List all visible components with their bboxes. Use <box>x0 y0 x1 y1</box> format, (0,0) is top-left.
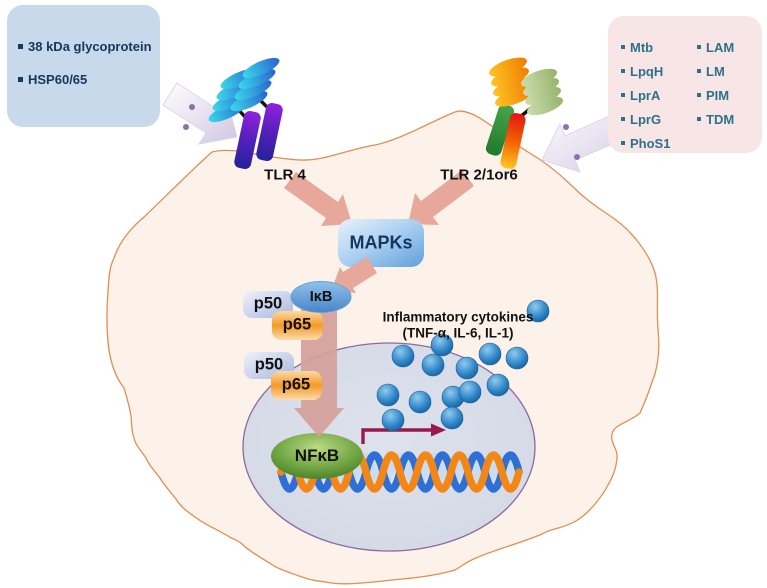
tlr4-tm-bar <box>234 110 261 170</box>
ligand-label: LpqH <box>630 64 664 79</box>
tlr4-receptor <box>208 57 283 170</box>
ligand-label: LAM <box>706 40 735 55</box>
tlr2-ectodomain-coil-palegreen <box>520 68 564 116</box>
ligand-label: Mtb <box>630 40 654 55</box>
ikb-ellipse <box>290 281 352 313</box>
cytokine-sphere <box>391 344 415 368</box>
cytokine-sphere <box>458 380 482 404</box>
cytokine-sphere <box>486 373 510 397</box>
p65-box <box>272 311 323 340</box>
bullet-square <box>621 69 625 73</box>
tlr4-to-mapks-arrow <box>284 172 352 226</box>
list-item: 38 kDa glycoprotein <box>18 39 156 55</box>
bullet-square <box>621 117 625 121</box>
ligand-label: HSP60/65 <box>28 72 88 87</box>
list-item: HSP60/65 <box>18 72 156 88</box>
bullet-square <box>18 77 23 82</box>
cytokine-sphere <box>430 333 454 357</box>
bullet-square <box>621 141 625 145</box>
tlr4-ligands-box: 38 kDa glycoprotein HSP60/65 <box>7 5 160 127</box>
tlr2-receptor <box>485 57 564 169</box>
ligand-label: LprA <box>630 88 661 103</box>
ligand-label: LprG <box>630 112 662 127</box>
bullet-square <box>697 117 701 121</box>
tlr2-arrow-dot <box>563 124 569 130</box>
cytokine-sphere <box>376 383 400 407</box>
ligand-label: LM <box>706 64 725 79</box>
cytokine-sphere <box>408 390 432 414</box>
ligand-label: PIM <box>706 88 730 103</box>
transcription-arrowhead <box>431 423 446 437</box>
bullet-square <box>621 93 625 97</box>
list-item: LpqH <box>621 64 670 79</box>
p65-box <box>271 371 322 400</box>
cytokine-sphere <box>478 342 502 366</box>
tlr2-to-mapks-arrow <box>408 170 474 225</box>
tlr2-arrow-dot <box>574 154 580 160</box>
mapks-box <box>338 219 424 267</box>
nfkb-ikb-complex-cytoplasm <box>243 281 352 340</box>
tlr2-tm-bar-red <box>500 113 526 169</box>
ligand-label: TDM <box>706 112 735 127</box>
cytokine-sphere <box>421 353 445 377</box>
cytokine-sphere <box>381 408 405 432</box>
tlr4-ectodomain-coil <box>208 57 280 123</box>
tlr2-ligands-box: Mtb LpqH LprA LprG PhoS1 LAM LM PIM TDM <box>608 16 762 153</box>
tlr4-arrow-dot <box>189 104 195 110</box>
transcription-arrow <box>361 428 431 444</box>
list-item: Mtb <box>621 40 670 55</box>
cytokine-spheres <box>376 299 550 432</box>
bullet-square <box>697 69 701 73</box>
ligand-label: PhoS1 <box>630 136 671 151</box>
list-item: LprG <box>621 112 670 127</box>
list-item: PIM <box>697 88 734 103</box>
bullet-square <box>697 45 701 49</box>
nfkb-ellipse <box>271 433 363 479</box>
list-item: TDM <box>697 112 734 127</box>
list-item: LprA <box>621 88 670 103</box>
bullet-square <box>697 93 701 97</box>
cytokine-sphere <box>505 346 529 370</box>
cytokine-sphere <box>440 406 464 430</box>
tlr4-tm-bar <box>256 102 283 162</box>
ligand-column-1: Mtb LpqH LprA LprG PhoS1 <box>621 40 670 151</box>
list-item: LM <box>697 64 734 79</box>
bullet-square <box>621 45 625 49</box>
mapks-to-ikb-arrow <box>331 257 377 293</box>
bullet-square <box>18 44 23 49</box>
tlr4-arrow-dot <box>183 124 189 130</box>
list-item: LAM <box>697 40 734 55</box>
cytokine-sphere <box>455 356 479 380</box>
cytokine-sphere <box>526 299 550 323</box>
nfkb-dimer-nuclear <box>244 352 322 400</box>
ligand-label: 38 kDa glycoprotein <box>28 39 152 54</box>
ligand-column-2: LAM LM PIM TDM <box>697 40 734 127</box>
tlr2-tm-bar-green <box>485 104 515 156</box>
list-item: PhoS1 <box>621 136 670 151</box>
